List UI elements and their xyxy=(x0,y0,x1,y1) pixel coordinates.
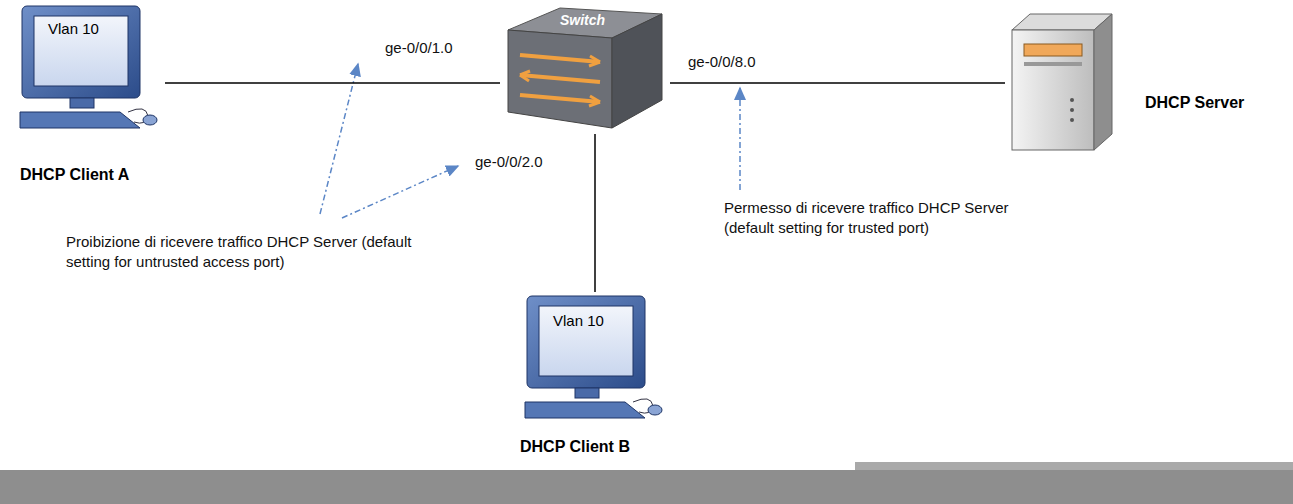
vlan-label: Vlan 10 xyxy=(553,312,604,329)
note-text: Permesso di ricevere traffico DHCP Serve… xyxy=(724,198,1054,238)
server-name: DHCP Server xyxy=(1145,94,1244,112)
computer-icon xyxy=(20,6,157,128)
client-name: DHCP Client B xyxy=(520,438,630,456)
client-computer: Vlan 10 DHCP Client B xyxy=(520,292,665,462)
switch-node: Switch xyxy=(500,6,670,134)
network-link xyxy=(595,134,596,292)
bottom-band xyxy=(0,470,1293,504)
network-link xyxy=(670,83,1005,84)
server-icon xyxy=(1012,14,1112,150)
leader-line xyxy=(320,64,740,218)
server-node: DHCP Server xyxy=(1005,10,1275,155)
port-label: ge-0/0/1.0 xyxy=(385,38,453,58)
client-name: DHCP Client A xyxy=(20,166,129,184)
client-computer: Vlan 10 DHCP Client A xyxy=(15,0,165,192)
port-label: ge-0/0/2.0 xyxy=(475,152,543,172)
computer-icon xyxy=(525,296,662,418)
note-text: Proibizione di ricevere traffico DHCP Se… xyxy=(66,232,431,272)
port-label: ge-0/0/8.0 xyxy=(688,52,756,72)
switch-icon xyxy=(508,8,662,128)
switch-label: Switch xyxy=(560,12,605,28)
bottom-band xyxy=(855,462,1293,470)
network-link xyxy=(165,83,500,84)
vlan-label: Vlan 10 xyxy=(48,20,99,37)
